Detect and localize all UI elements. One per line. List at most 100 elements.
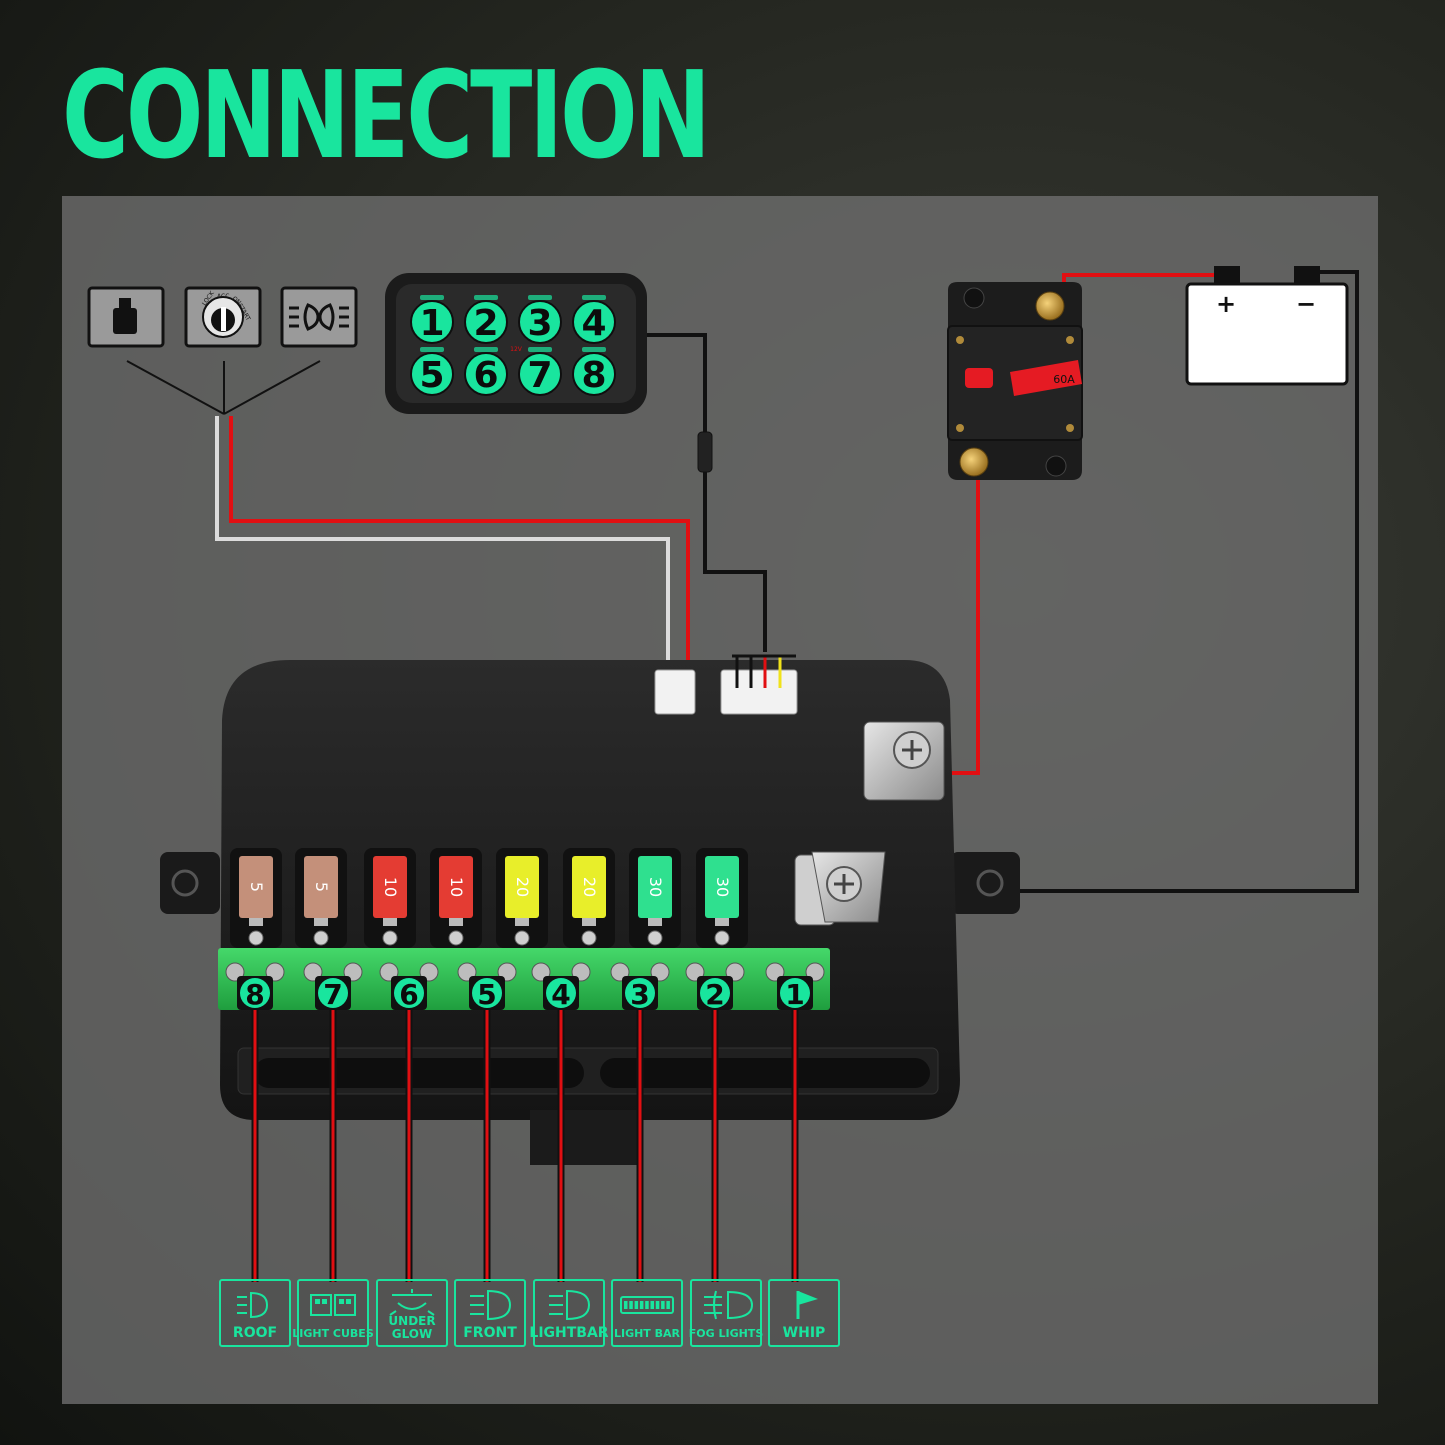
headlight-icon xyxy=(280,286,358,348)
ignition-red-wire xyxy=(229,416,690,684)
terminal-7: 7 xyxy=(303,962,363,1011)
fuse-rating: 10 xyxy=(381,877,400,897)
breaker-aux-terminal xyxy=(959,447,989,477)
output-label: FRONT xyxy=(463,1325,517,1341)
output-label: LIGHT CUBES xyxy=(292,1327,374,1340)
breaker-battery-terminal xyxy=(1035,291,1065,321)
terminal-number: 1 xyxy=(785,978,804,1011)
trigger-join-lines xyxy=(126,360,321,415)
fuse-3: 10 xyxy=(364,848,416,948)
terminal-6: 6 xyxy=(379,962,439,1011)
switch-button-number: 8 xyxy=(581,355,606,396)
output-label: LIGHTBAR xyxy=(529,1325,608,1341)
ignition-white-wire xyxy=(215,416,670,684)
battery: + − xyxy=(1185,266,1349,386)
roof-light-icon xyxy=(237,1291,269,1319)
circuit-breaker: 60A xyxy=(947,282,1083,480)
switch-button-5[interactable]: 5 xyxy=(410,347,454,396)
battery-positive-sign: + xyxy=(1216,290,1236,318)
terminal-3: 3 xyxy=(610,962,670,1011)
cable-connector xyxy=(697,431,713,473)
front-light-icon xyxy=(470,1289,512,1321)
fuse-6: 20 xyxy=(563,848,615,948)
output-lightbar: LIGHTBAR xyxy=(529,1279,609,1347)
fuse-rating: 5 xyxy=(312,882,331,892)
battery-negative-sign: − xyxy=(1296,290,1316,318)
battery-ground-wire xyxy=(865,270,1359,893)
terminal-8: 8 xyxy=(225,962,285,1011)
terminal-number: 3 xyxy=(630,978,649,1011)
wires xyxy=(215,270,1359,893)
page-title: CONNECTION xyxy=(62,47,711,186)
ignition-on-text: ON xyxy=(231,295,243,306)
fuse-rating: 5 xyxy=(247,882,266,892)
terminal-number: 4 xyxy=(551,978,570,1011)
fuse-5: 20 xyxy=(496,848,548,948)
switch-button-1[interactable]: 1 xyxy=(410,295,454,344)
switch-button-number: 2 xyxy=(473,303,498,344)
switch-button-number: 1 xyxy=(419,303,444,344)
light-cubes-icon xyxy=(310,1294,356,1316)
switch-panel-voltage-mark: 12V xyxy=(510,346,523,353)
switch-panel-cable xyxy=(646,333,767,652)
output-light-bar: LIGHT BAR xyxy=(611,1279,683,1347)
terminal-strip xyxy=(218,948,830,1010)
fuse-7: 30 xyxy=(629,848,681,948)
output-roof: ROOF xyxy=(219,1279,291,1347)
switch-button-3[interactable]: 3 xyxy=(518,295,562,344)
terminal-number: 5 xyxy=(477,978,496,1011)
output-fog-lights: FOG LIGHTS xyxy=(689,1279,764,1347)
switch-button-number: 7 xyxy=(527,355,552,396)
lightbar-icon xyxy=(549,1289,591,1321)
fuse-rating: 20 xyxy=(580,877,599,897)
terminal-number: 6 xyxy=(399,978,418,1011)
fuse-rating: 30 xyxy=(713,877,732,897)
breaker-rating: 60A xyxy=(1053,373,1075,386)
switch-button-number: 6 xyxy=(473,355,498,396)
trigger-icons: LOCK ACC ON START xyxy=(87,286,358,415)
terminal-number: 7 xyxy=(323,978,342,1011)
under-glow-icon xyxy=(389,1289,435,1316)
fuse-rating: 10 xyxy=(447,877,466,897)
light-bar-icon xyxy=(620,1296,674,1314)
output-label: WHIP xyxy=(783,1325,826,1341)
fuse-8: 30 xyxy=(696,848,748,948)
fuse-2: 5 xyxy=(295,848,347,948)
output-front: FRONT xyxy=(454,1279,526,1347)
switch-button-7[interactable]: 7 xyxy=(518,347,562,396)
switch-button-4[interactable]: 4 xyxy=(572,295,616,344)
output-label: LIGHT BAR xyxy=(614,1327,681,1340)
switch-button-number: 4 xyxy=(581,303,606,344)
fuse-relay-box: 5 5 10 10 20 20 30 30 8 7 6 5 4 3 2 1 xyxy=(160,654,1020,1165)
terminal-5: 5 xyxy=(457,962,517,1011)
ignition-key-icon: LOCK ACC ON START xyxy=(184,286,262,348)
switch-button-6[interactable]: 6 xyxy=(464,347,508,396)
terminal-2: 2 xyxy=(685,962,745,1011)
switch-button-2[interactable]: 2 xyxy=(464,295,508,344)
cigarette-lighter-icon xyxy=(87,286,165,348)
ignition-acc-text: ACC xyxy=(217,293,229,300)
output-label: ROOF xyxy=(233,1325,277,1341)
fuse-rating: 30 xyxy=(646,877,665,897)
switch-button-number: 3 xyxy=(527,303,552,344)
terminal-number: 2 xyxy=(705,978,724,1011)
terminal-number: 8 xyxy=(245,978,264,1011)
fuse-4: 10 xyxy=(430,848,482,948)
output-light-cubes: LIGHT CUBES xyxy=(292,1279,374,1347)
fuse-1: 5 xyxy=(230,848,282,948)
power-input-stud xyxy=(863,721,945,801)
ground-stud xyxy=(794,851,886,926)
switch-button-8[interactable]: 8 xyxy=(572,347,616,396)
terminal-4: 4 xyxy=(531,962,591,1011)
switch-button-number: 5 xyxy=(419,355,444,396)
whip-icon xyxy=(796,1291,818,1319)
output-label: FOG LIGHTS xyxy=(689,1327,764,1340)
terminal-1: 1 xyxy=(765,962,825,1011)
output-whip: WHIP xyxy=(768,1279,840,1347)
fuse-rating: 20 xyxy=(513,877,532,897)
